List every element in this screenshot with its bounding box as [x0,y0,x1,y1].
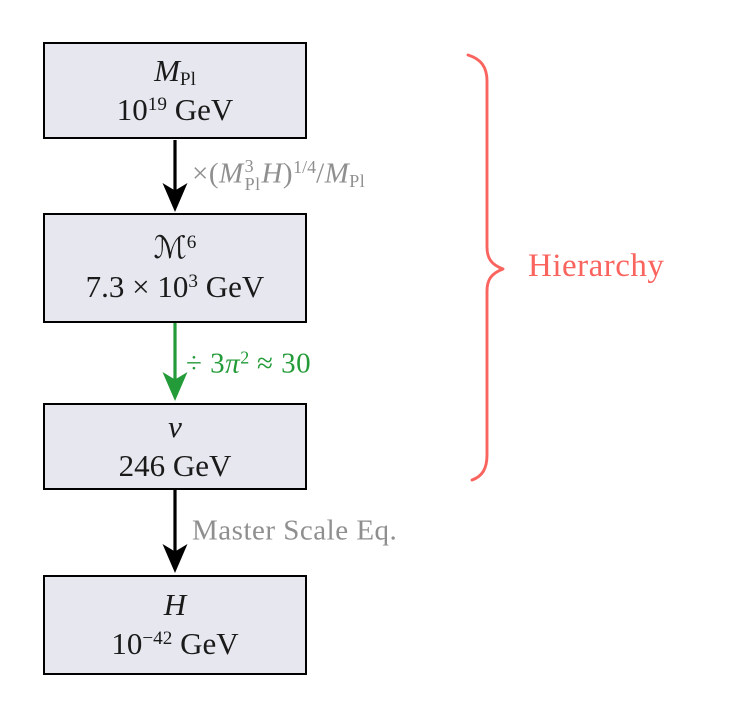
box-hubble-scale: H 10−42 GeV [43,575,307,675]
box-value: 246 GeV [118,447,232,483]
box-title: H [163,587,187,623]
edge-label-intermediate-to-ew: ÷ 3π2 ≈ 30 [186,347,312,380]
edge-label-ew-to-hubble: Master Scale Eq. [192,514,398,547]
box-planck-scale: MPl 1019 GeV [43,42,307,139]
box-title: v [168,408,182,444]
arrow-intermediate-to-ew-icon [162,321,188,401]
box-value: 1019 GeV [116,91,234,127]
box-ew-scale: v 246 GeV [43,403,307,490]
box-title: MPl [154,52,196,90]
hierarchy-brace-icon [466,53,505,482]
box-value: 7.3 × 103 GeV [85,269,265,304]
box-intermediate-scale: ℳ6 7.3 × 103 GeV [43,213,307,323]
arrow-ew-to-hubble-icon [162,488,188,573]
hierarchy-label: Hierarchy [528,248,665,285]
box-title: ℳ6 [153,230,197,267]
arrow-planck-to-intermediate-icon [162,140,188,212]
box-value: 10−42 GeV [111,626,239,661]
